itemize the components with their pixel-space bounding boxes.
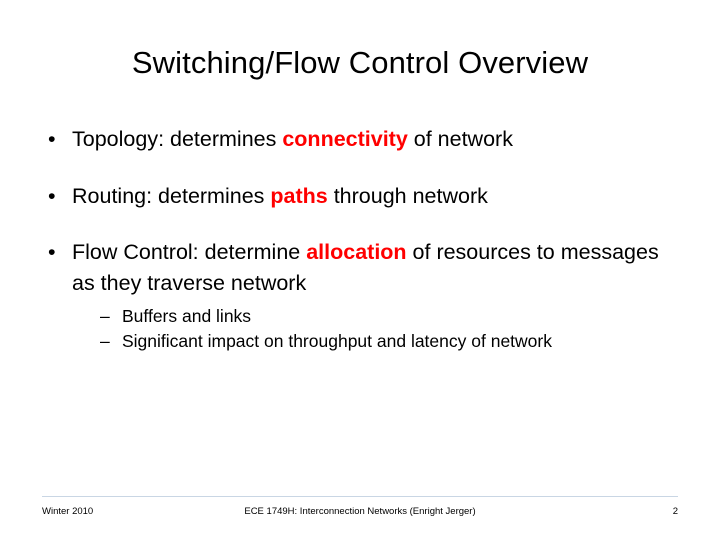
bullet-topology-pre: Topology: determines bbox=[72, 127, 283, 151]
bullet-topology-post: of network bbox=[407, 127, 513, 151]
footer-divider bbox=[42, 496, 678, 497]
bullet-routing-post: through network bbox=[327, 183, 488, 208]
bullet-list: Topology: determines connectivity of net… bbox=[36, 124, 684, 355]
bullet-routing-pre: Routing: determines bbox=[72, 183, 271, 208]
slide-body: Topology: determines connectivity of net… bbox=[36, 124, 684, 362]
footer-slide-number: 2 bbox=[672, 506, 678, 517]
bullet-item-flow-control: Flow Control: determine allocation of re… bbox=[36, 237, 684, 355]
sub-bullet-buffers: Buffers and links bbox=[100, 304, 684, 329]
footer-course: ECE 1749H: Interconnection Networks (Enr… bbox=[244, 506, 476, 517]
footer-date: Winter 2010 bbox=[42, 506, 94, 517]
bullet-flow-control-post: of resources to messages as they travers… bbox=[72, 240, 659, 295]
bullet-flow-control-highlight: allocation bbox=[306, 240, 407, 265]
sub-bullet-list: Buffers and links Significant impact on … bbox=[72, 304, 684, 355]
bullet-routing-highlight: paths bbox=[270, 183, 328, 208]
bullet-flow-control-pre: Flow Control: determine bbox=[72, 240, 307, 265]
sub-bullet-impact: Significant impact on throughput and lat… bbox=[100, 329, 684, 354]
bullet-item-topology: Topology: determines connectivity of net… bbox=[36, 124, 684, 155]
page-title: Switching/Flow Control Overview bbox=[131, 45, 589, 80]
bullet-item-routing: Routing: determines paths through networ… bbox=[36, 181, 684, 212]
bullet-topology-highlight: connectivity bbox=[282, 127, 408, 151]
slide-footer: Winter 2010 ECE 1749H: Interconnection N… bbox=[0, 496, 720, 540]
